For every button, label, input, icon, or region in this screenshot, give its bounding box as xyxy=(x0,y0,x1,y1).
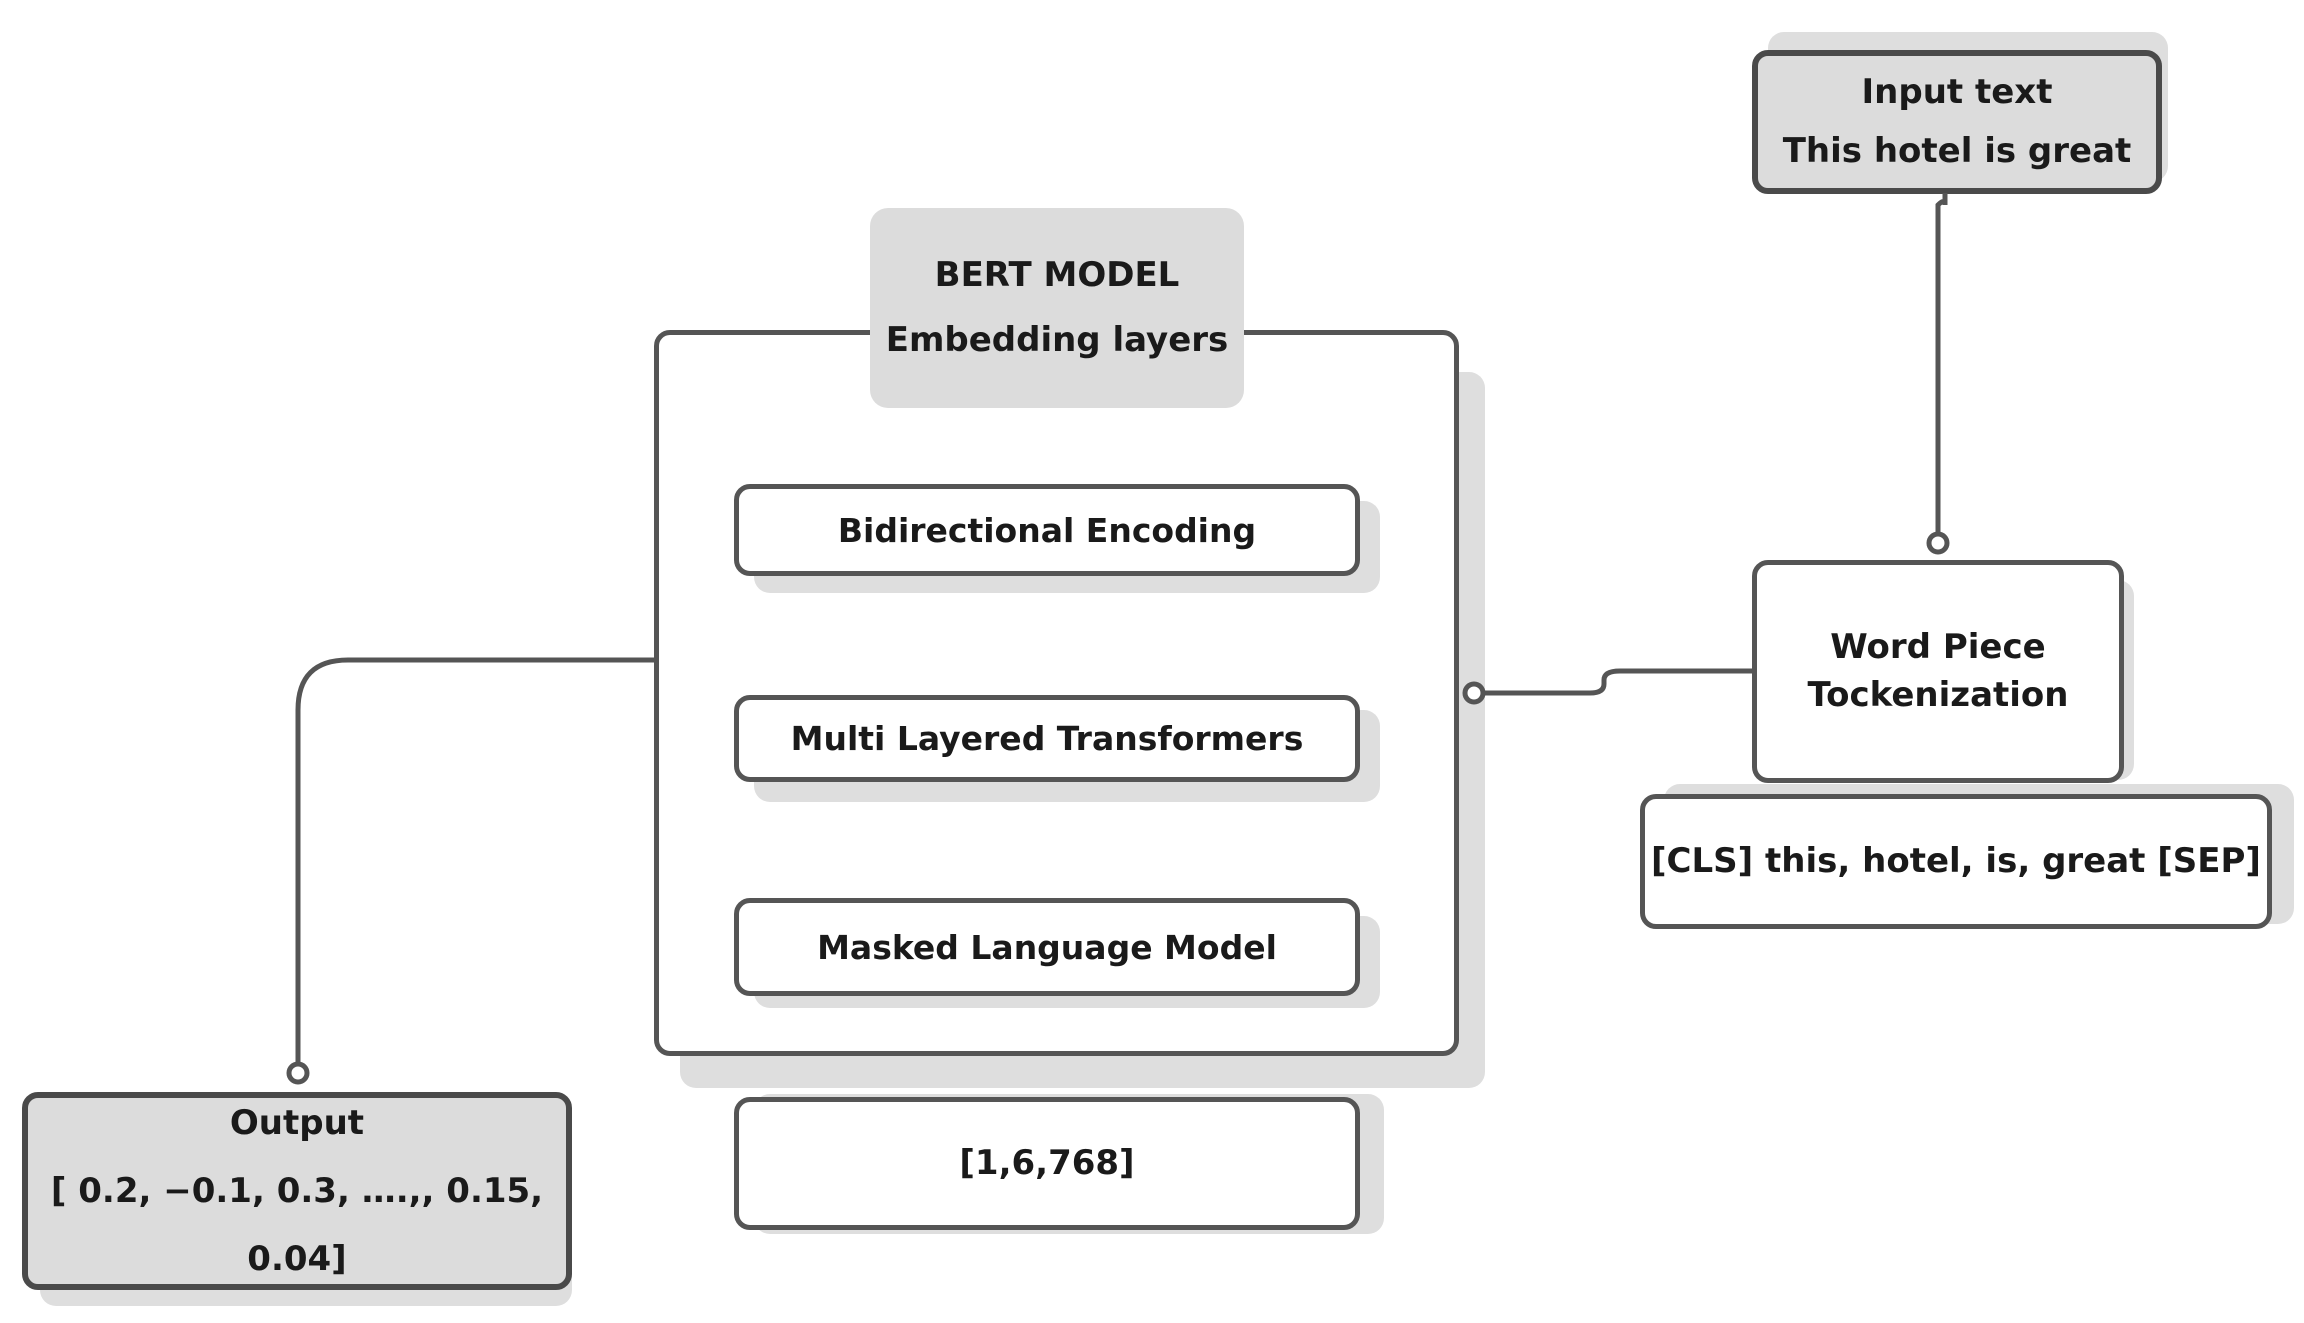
input-text-box: Input text This hotel is great xyxy=(1752,50,2162,194)
connector-input-to-tokenization xyxy=(1935,193,1948,540)
tokenization-label-line1: Word Piece xyxy=(1830,626,2046,667)
tokens-box: [CLS] this, hotel, is, great [SEP] xyxy=(1640,794,2272,929)
dimensions-box: [1,6,768] xyxy=(734,1097,1360,1230)
tokens-text: [CLS] this, hotel, is, great [SEP] xyxy=(1651,840,2261,881)
connector-endpoint-output xyxy=(286,1061,310,1085)
bert-model-subtitle: Embedding layers xyxy=(885,320,1229,360)
connector-bert-to-output xyxy=(295,657,656,1062)
layer-multi-layered-transformers: Multi Layered Transformers xyxy=(734,695,1360,782)
word-piece-tokenization-box: Word Piece Tockenization xyxy=(1752,560,2124,783)
output-box: Output [ 0.2, −0.1, 0.3, ….,, 0.15, 0.04… xyxy=(22,1092,572,1290)
output-value: [ 0.2, −0.1, 0.3, ….,, 0.15, 0.04] xyxy=(50,1171,544,1279)
bert-model-header: BERT MODEL Embedding layers xyxy=(870,208,1244,408)
output-title: Output xyxy=(229,1103,365,1143)
tokenization-label-line2: Tockenization xyxy=(1807,674,2069,715)
input-text-title: Input text xyxy=(1861,71,2053,112)
connector-endpoint-tokenization xyxy=(1926,531,1950,555)
input-text-value: This hotel is great xyxy=(1782,131,2132,171)
layer-bidirectional-encoding: Bidirectional Encoding xyxy=(734,484,1360,576)
layer-masked-language-model: Masked Language Model xyxy=(734,898,1360,996)
bert-model-title: BERT MODEL xyxy=(934,255,1180,296)
connector-tokenization-to-bert xyxy=(1478,668,1752,696)
dimensions-text: [1,6,768] xyxy=(959,1142,1135,1183)
